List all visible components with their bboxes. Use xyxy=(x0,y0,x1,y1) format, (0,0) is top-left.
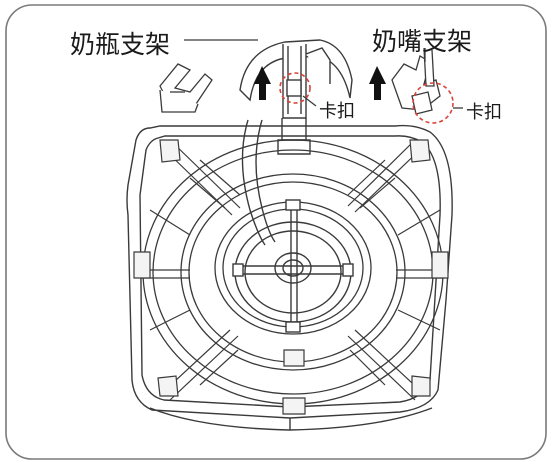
arrow-up-icon-left xyxy=(254,66,271,100)
clip-highlight-left xyxy=(279,72,311,104)
leader-line-clip-left xyxy=(302,95,317,107)
rack-stem xyxy=(241,118,311,246)
clip-label-left: 卡扣 xyxy=(319,101,355,122)
arrow-up-icon-right xyxy=(369,66,386,100)
nipple-holder-part xyxy=(391,47,441,115)
bottle-holder-label: 奶瓶支架 xyxy=(70,30,171,59)
bottle-holder-part xyxy=(239,39,353,119)
clip-label-right: 卡扣 xyxy=(466,102,502,123)
clip-highlight-right xyxy=(412,82,454,124)
outer-frame xyxy=(5,4,547,460)
rack-corner-clips xyxy=(133,139,449,415)
rack-hub xyxy=(232,199,354,333)
left-clip-part xyxy=(159,63,213,113)
nipple-holder-label: 奶嘴支架 xyxy=(372,27,473,56)
